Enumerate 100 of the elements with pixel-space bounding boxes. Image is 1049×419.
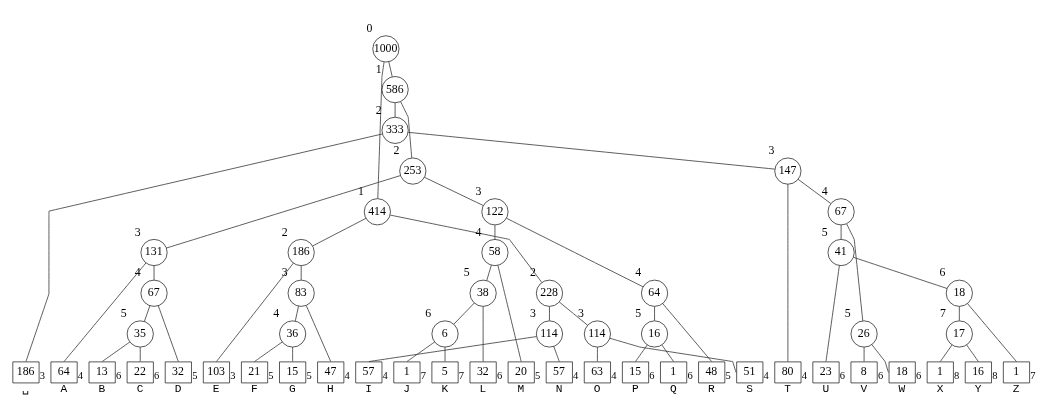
- connector: [144, 305, 151, 322]
- node-circle: 414: [363, 198, 391, 226]
- node-circle: 333: [381, 116, 409, 144]
- node-label: 5: [306, 369, 312, 381]
- node-box: 18: [888, 361, 916, 384]
- node-circle: 16: [641, 320, 669, 348]
- node-label: A: [60, 383, 68, 396]
- node-circle: 114: [536, 320, 563, 348]
- node-label: 4: [573, 369, 579, 381]
- node-label: 5: [268, 369, 274, 381]
- node-circle: 586: [381, 76, 409, 104]
- node-box: 1: [393, 361, 421, 384]
- node-label: 6: [649, 369, 655, 381]
- node-label: 3: [230, 369, 236, 381]
- node-label: E: [212, 383, 220, 396]
- node-box: 23: [812, 361, 840, 384]
- node-label: 7: [939, 306, 946, 321]
- node-box: 80: [774, 361, 802, 384]
- node-label: 5: [120, 306, 127, 321]
- node-box: 63: [583, 361, 611, 384]
- node-label: 4: [134, 265, 141, 280]
- connector: [389, 214, 543, 283]
- connector: [444, 346, 446, 362]
- node-label: 4: [344, 369, 350, 381]
- node-label: G: [289, 383, 296, 396]
- node-label: O: [593, 383, 601, 396]
- node-label: 5: [821, 224, 828, 239]
- node-box: 186: [12, 361, 40, 384]
- node-label: S: [746, 383, 753, 396]
- node-label: 6: [687, 369, 693, 381]
- node-label: J: [403, 383, 411, 396]
- connector: [661, 344, 674, 362]
- node-label: 5: [192, 369, 198, 381]
- node-label: 7: [1030, 369, 1036, 381]
- node-label: Y: [974, 383, 982, 396]
- node-circle: 6: [431, 320, 459, 348]
- node-label: 6: [425, 306, 432, 321]
- node-label: 4: [821, 183, 828, 198]
- connector: [506, 217, 644, 288]
- connector: [312, 217, 367, 247]
- node-box: 1: [1003, 361, 1030, 384]
- node-box: 5: [431, 361, 459, 384]
- connector: [25, 133, 383, 362]
- connector: [553, 346, 560, 362]
- node-label: W: [898, 383, 906, 396]
- node-label: 2: [530, 265, 536, 280]
- node-label: 6: [154, 369, 160, 381]
- node-circle: 35: [126, 320, 154, 348]
- connector: [497, 265, 522, 362]
- node-label: 3: [475, 183, 482, 198]
- node-label: 3: [768, 143, 775, 158]
- node-circle: 122: [481, 198, 509, 226]
- node-circle: 114: [583, 320, 611, 348]
- node-label: K: [441, 383, 449, 396]
- node-box: 103: [202, 361, 230, 384]
- connector: [400, 101, 413, 159]
- node-label: 5: [635, 306, 642, 321]
- node-label: U: [822, 383, 830, 396]
- node-circle: 26: [850, 320, 878, 348]
- node-box: 57: [355, 361, 383, 384]
- connector: [840, 224, 842, 240]
- node-box: 15: [279, 361, 307, 384]
- node-label: D: [174, 383, 182, 396]
- node-label: 3: [134, 224, 141, 239]
- connector: [216, 262, 294, 362]
- node-label: 2: [393, 143, 400, 158]
- node-box: 51: [736, 361, 764, 384]
- node-circle: 67: [827, 198, 855, 226]
- connector: [853, 256, 948, 289]
- node-circle: 1000: [372, 35, 400, 63]
- node-box: 47: [317, 361, 345, 384]
- node-label: 4: [273, 306, 280, 321]
- node-label: ␣: [22, 383, 30, 396]
- node-circle: 147: [774, 157, 802, 185]
- node-label: L: [479, 383, 487, 396]
- node-label: 6: [839, 369, 846, 381]
- node-label: 6: [115, 369, 122, 381]
- node-label: V: [860, 383, 868, 396]
- node-label: 3: [39, 369, 45, 381]
- node-label: 4: [763, 369, 769, 381]
- node-label: 4: [611, 369, 617, 381]
- connector: [825, 265, 840, 362]
- node-label: F: [250, 383, 258, 396]
- node-box: 64: [50, 361, 78, 384]
- node-label: 2: [375, 102, 382, 117]
- node-label: M: [517, 383, 525, 396]
- node-label: 3: [281, 265, 288, 280]
- node-label: T: [784, 383, 791, 396]
- node-label: 4: [801, 369, 807, 381]
- node-label: X: [936, 383, 944, 396]
- connector: [654, 306, 655, 322]
- connector: [486, 264, 492, 281]
- node-circle: 64: [641, 279, 669, 307]
- node-box: 13: [88, 361, 116, 384]
- node-circle: 67: [140, 279, 168, 307]
- node-box: 8: [850, 361, 878, 384]
- node-label: 5: [844, 306, 851, 321]
- connector: [871, 344, 889, 373]
- node-circle: 36: [279, 320, 307, 348]
- node-label: Z: [1012, 383, 1020, 396]
